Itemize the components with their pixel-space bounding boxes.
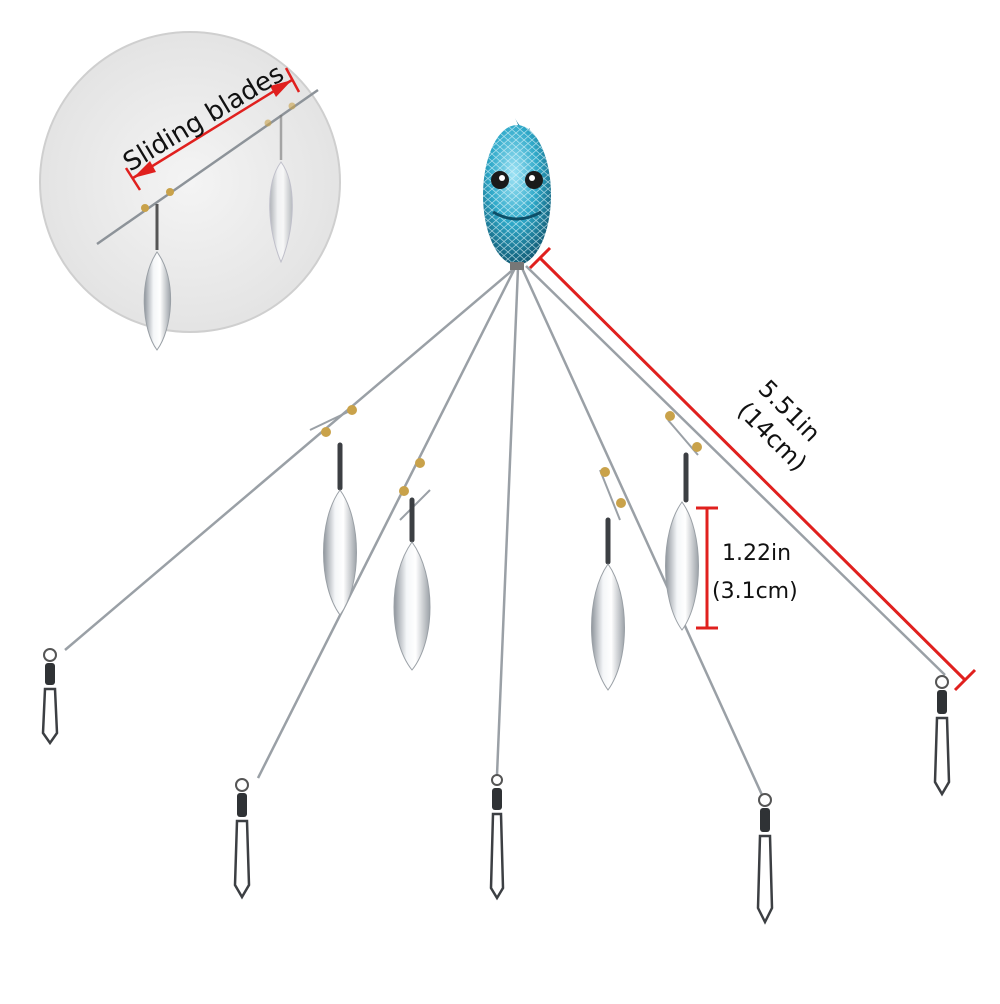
arm-length-dimension [528, 246, 977, 692]
blade-length-dimension [696, 506, 718, 630]
inset-blade [269, 161, 293, 264]
inset-bead [166, 188, 174, 196]
snap-swivel [41, 648, 59, 746]
arrow-head [133, 161, 156, 178]
beads [321, 405, 702, 508]
arrow-head [270, 80, 292, 97]
blade-length-cm: (3.1cm) [712, 579, 798, 604]
snap-swivel [489, 774, 505, 901]
arm-right [520, 267, 764, 796]
inset-bead [264, 119, 272, 127]
blade [323, 489, 357, 616]
snap-swivels [41, 648, 951, 925]
blade [591, 563, 625, 691]
blades [323, 489, 699, 691]
arm-far-right [525, 265, 946, 676]
snap-swivel [233, 778, 251, 900]
arm-far-left [64, 267, 516, 651]
snap-swivel [933, 675, 951, 797]
inset-bead [141, 204, 149, 212]
inset-bead [288, 102, 296, 110]
arm-left [256, 267, 517, 779]
blade-swivels [337, 442, 689, 565]
rig-arms [64, 265, 946, 796]
inset-circle [39, 31, 341, 333]
sliding-arrow [124, 67, 301, 191]
blade-spurs [309, 409, 699, 521]
inset-blade [143, 251, 172, 351]
blade [665, 501, 699, 631]
lure-head [483, 118, 551, 270]
arm-center [495, 267, 520, 776]
inset-detail: Sliding blades [39, 31, 341, 351]
snap-swivel [756, 793, 774, 925]
blade-length-in: 1.22in [722, 541, 791, 566]
blade [393, 541, 431, 671]
